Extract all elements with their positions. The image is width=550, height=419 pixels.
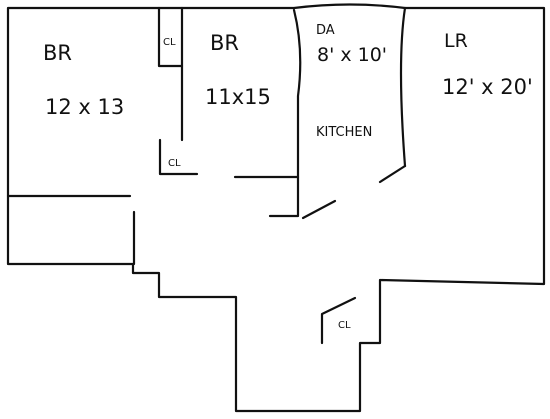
bedroom2-label: BR — [210, 31, 239, 55]
bedroom1-label: BR — [43, 41, 72, 65]
closet2-label: CL — [168, 158, 181, 169]
outer-wall — [6, 3, 546, 413]
closet3-label: CL — [338, 320, 351, 331]
living-size: 12' x 20' — [442, 75, 533, 99]
closet2-wall — [158, 138, 199, 176]
kitchen-door-swing — [301, 199, 337, 220]
closet1-wall — [157, 6, 184, 68]
dining-label: DA — [316, 23, 335, 38]
kitchen-label: KITCHEN — [316, 125, 372, 140]
kitchen-right-wall — [399, 6, 407, 168]
closet1-label: CL — [163, 37, 176, 48]
living-label: LR — [444, 30, 468, 52]
bedroom2-size: 11x15 — [205, 85, 271, 109]
bedroom1-size: 12 x 13 — [45, 95, 124, 119]
kitchen-door-right — [378, 164, 407, 184]
closet3-wall — [320, 296, 357, 345]
dining-size: 8' x 10' — [317, 44, 387, 66]
kitchen-left-wall — [268, 8, 302, 218]
